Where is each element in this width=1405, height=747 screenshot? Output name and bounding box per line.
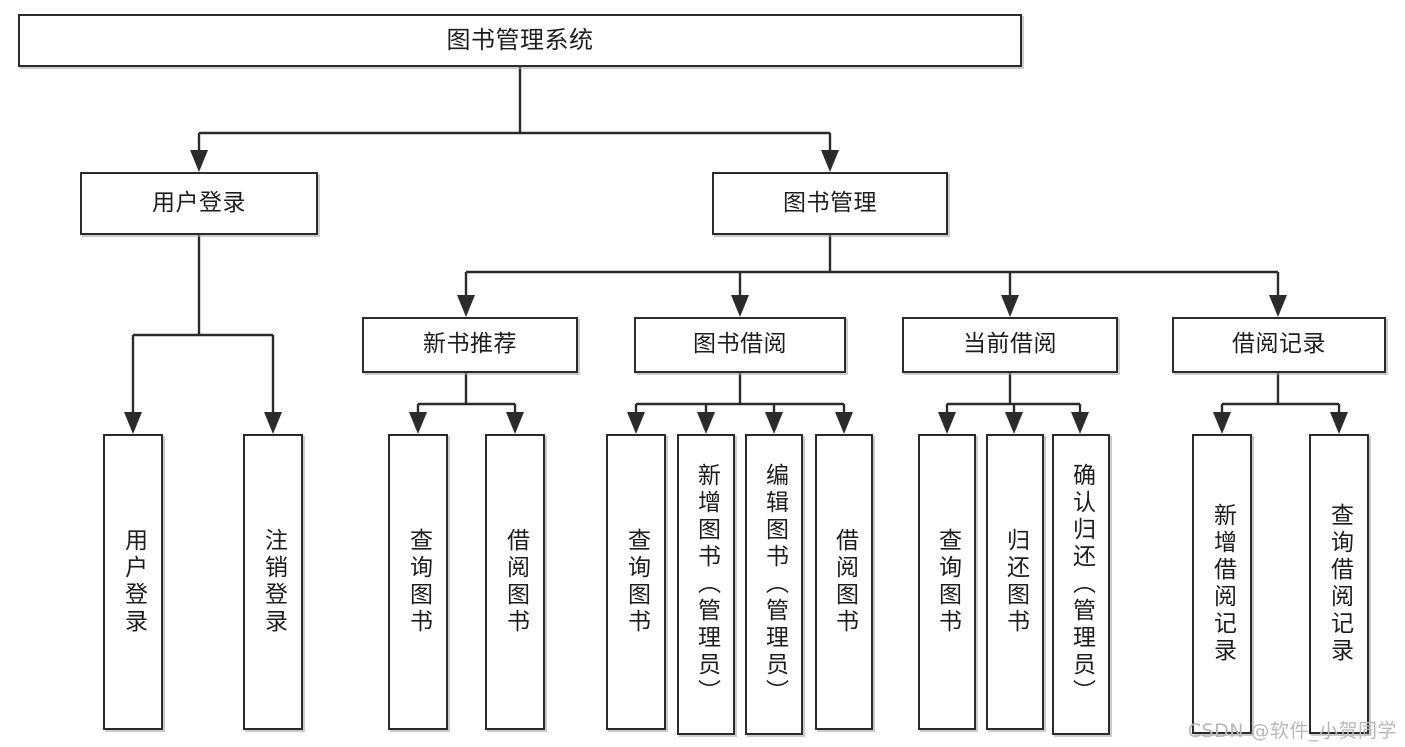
node-book-borrow[interactable]: 图书借阅 bbox=[634, 317, 846, 373]
node-leaf-return-book[interactable]: 归还图书 bbox=[986, 434, 1044, 730]
node-leaf-borrow-book-1[interactable]: 借阅图书 bbox=[485, 434, 545, 730]
node-book-manage[interactable]: 图书管理 bbox=[712, 172, 948, 235]
node-leaf-add-record-label: 新增借阅记录 bbox=[1209, 503, 1236, 665]
node-new-book-rec[interactable]: 新书推荐 bbox=[362, 317, 578, 373]
arrowhead-user-login bbox=[190, 150, 208, 172]
node-root[interactable]: 图书管理系统 bbox=[18, 14, 1022, 67]
arrowhead-leaf-query-book-3 bbox=[938, 412, 956, 434]
node-leaf-add-book-label: 新增图书（管理员） bbox=[693, 463, 720, 706]
arrowhead-new-book-rec bbox=[457, 295, 475, 317]
arrowhead-leaf-edit-book bbox=[765, 412, 783, 434]
arrowhead-leaf-confirm-return bbox=[1071, 412, 1089, 434]
node-leaf-logout-label: 注销登录 bbox=[260, 528, 287, 636]
arrowhead-leaf-return-book bbox=[1005, 412, 1023, 434]
node-leaf-query-record-label: 查询借阅记录 bbox=[1326, 503, 1353, 665]
arrowhead-leaf-logout bbox=[264, 412, 282, 434]
arrowhead-leaf-query-book-2 bbox=[627, 412, 645, 434]
node-leaf-add-record[interactable]: 新增借阅记录 bbox=[1192, 434, 1252, 734]
node-leaf-query-book-1-label: 查询图书 bbox=[405, 528, 432, 636]
arrowhead-book-borrow bbox=[731, 295, 749, 317]
node-borrow-record[interactable]: 借阅记录 bbox=[1172, 317, 1386, 373]
node-book-borrow-label: 图书借阅 bbox=[693, 331, 787, 358]
node-leaf-borrow-book-2-label: 借阅图书 bbox=[831, 528, 858, 636]
node-user-login[interactable]: 用户登录 bbox=[80, 172, 318, 235]
arrowhead-leaf-user-login bbox=[124, 412, 142, 434]
node-leaf-query-book-3-label: 查询图书 bbox=[934, 528, 961, 636]
arrowhead-leaf-add-record bbox=[1213, 412, 1231, 434]
arrowhead-leaf-query-book-1 bbox=[409, 412, 427, 434]
node-leaf-user-login-label: 用户登录 bbox=[120, 528, 147, 636]
arrowhead-current-borrow bbox=[1001, 295, 1019, 317]
node-leaf-edit-book[interactable]: 编辑图书（管理员） bbox=[745, 434, 803, 735]
arrowhead-leaf-borrow-book-1 bbox=[506, 412, 524, 434]
node-root-label: 图书管理系统 bbox=[446, 26, 594, 55]
node-leaf-edit-book-label: 编辑图书（管理员） bbox=[761, 463, 788, 706]
node-leaf-query-book-2-label: 查询图书 bbox=[623, 528, 650, 636]
node-leaf-query-book-3[interactable]: 查询图书 bbox=[918, 434, 976, 730]
node-leaf-borrow-book-1-label: 借阅图书 bbox=[502, 528, 529, 636]
node-current-borrow[interactable]: 当前借阅 bbox=[902, 317, 1118, 373]
node-leaf-query-record[interactable]: 查询借阅记录 bbox=[1309, 434, 1369, 734]
node-current-borrow-label: 当前借阅 bbox=[963, 331, 1057, 358]
arrowhead-leaf-borrow-book-2 bbox=[835, 412, 853, 434]
node-leaf-borrow-book-2[interactable]: 借阅图书 bbox=[815, 434, 873, 730]
node-leaf-add-book[interactable]: 新增图书（管理员） bbox=[677, 434, 735, 735]
node-leaf-confirm-return[interactable]: 确认归还（管理员） bbox=[1052, 434, 1110, 735]
csdn-watermark: CSDN @软件_小贺同学 bbox=[1187, 720, 1397, 742]
node-new-book-rec-label: 新书推荐 bbox=[423, 331, 517, 358]
node-leaf-user-login[interactable]: 用户登录 bbox=[103, 434, 163, 730]
arrowhead-leaf-query-record bbox=[1330, 412, 1348, 434]
node-leaf-logout[interactable]: 注销登录 bbox=[243, 434, 303, 730]
node-leaf-confirm-return-label: 确认归还（管理员） bbox=[1068, 463, 1095, 706]
node-leaf-return-book-label: 归还图书 bbox=[1002, 528, 1029, 636]
node-book-manage-label: 图书管理 bbox=[783, 189, 877, 216]
arrowhead-book-manage bbox=[821, 150, 839, 172]
node-leaf-query-book-1[interactable]: 查询图书 bbox=[388, 434, 448, 730]
arrowhead-borrow-record bbox=[1269, 295, 1287, 317]
arrowhead-leaf-add-book bbox=[697, 412, 715, 434]
node-leaf-query-book-2[interactable]: 查询图书 bbox=[606, 434, 666, 730]
node-user-login-label: 用户登录 bbox=[152, 189, 246, 216]
node-borrow-record-label: 借阅记录 bbox=[1232, 331, 1326, 358]
